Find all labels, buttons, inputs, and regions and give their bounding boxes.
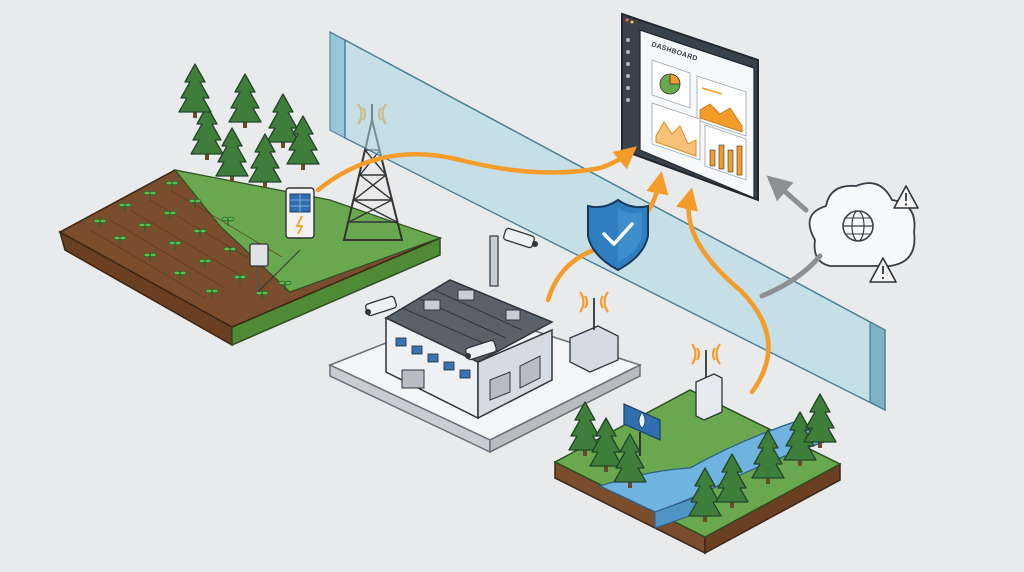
flow-arrow-farm-to-dashboard xyxy=(315,146,637,193)
solar-panel-icon xyxy=(285,187,315,239)
line-chart-widget xyxy=(651,102,701,161)
security-camera-icon xyxy=(503,227,538,249)
shield-check-icon xyxy=(587,198,649,272)
water-drop-icon xyxy=(623,403,661,456)
dashboard-window[interactable]: DASHBOARD xyxy=(621,12,759,202)
security-camera-icon xyxy=(465,339,497,361)
soil-sensor xyxy=(249,243,301,293)
river-forest-tile xyxy=(553,342,842,555)
warning-icon xyxy=(869,257,897,283)
factory-gateway-device xyxy=(569,290,619,373)
cloud-globe-icon xyxy=(808,182,916,267)
flow-line-gateway-to-cloud xyxy=(759,253,823,299)
window-close-icon[interactable] xyxy=(625,18,629,22)
factory-icon xyxy=(384,235,554,420)
data-flow-arrows xyxy=(315,146,823,395)
farm-field-tile xyxy=(58,63,443,347)
warning-icon xyxy=(893,185,919,209)
window-minimize-icon[interactable] xyxy=(630,20,634,24)
river-gateway-device xyxy=(690,342,723,421)
flow-arrow-cloud-to-dashboard xyxy=(766,175,809,213)
pie-chart-widget xyxy=(651,59,691,109)
area-chart-widget xyxy=(696,75,747,137)
dashboard-sidebar-icons xyxy=(626,38,630,102)
flow-arrow-river-to-dashboard xyxy=(676,187,771,395)
security-camera-icon xyxy=(365,295,397,317)
forest-trees xyxy=(178,63,320,189)
bar-chart-widget xyxy=(704,124,747,181)
